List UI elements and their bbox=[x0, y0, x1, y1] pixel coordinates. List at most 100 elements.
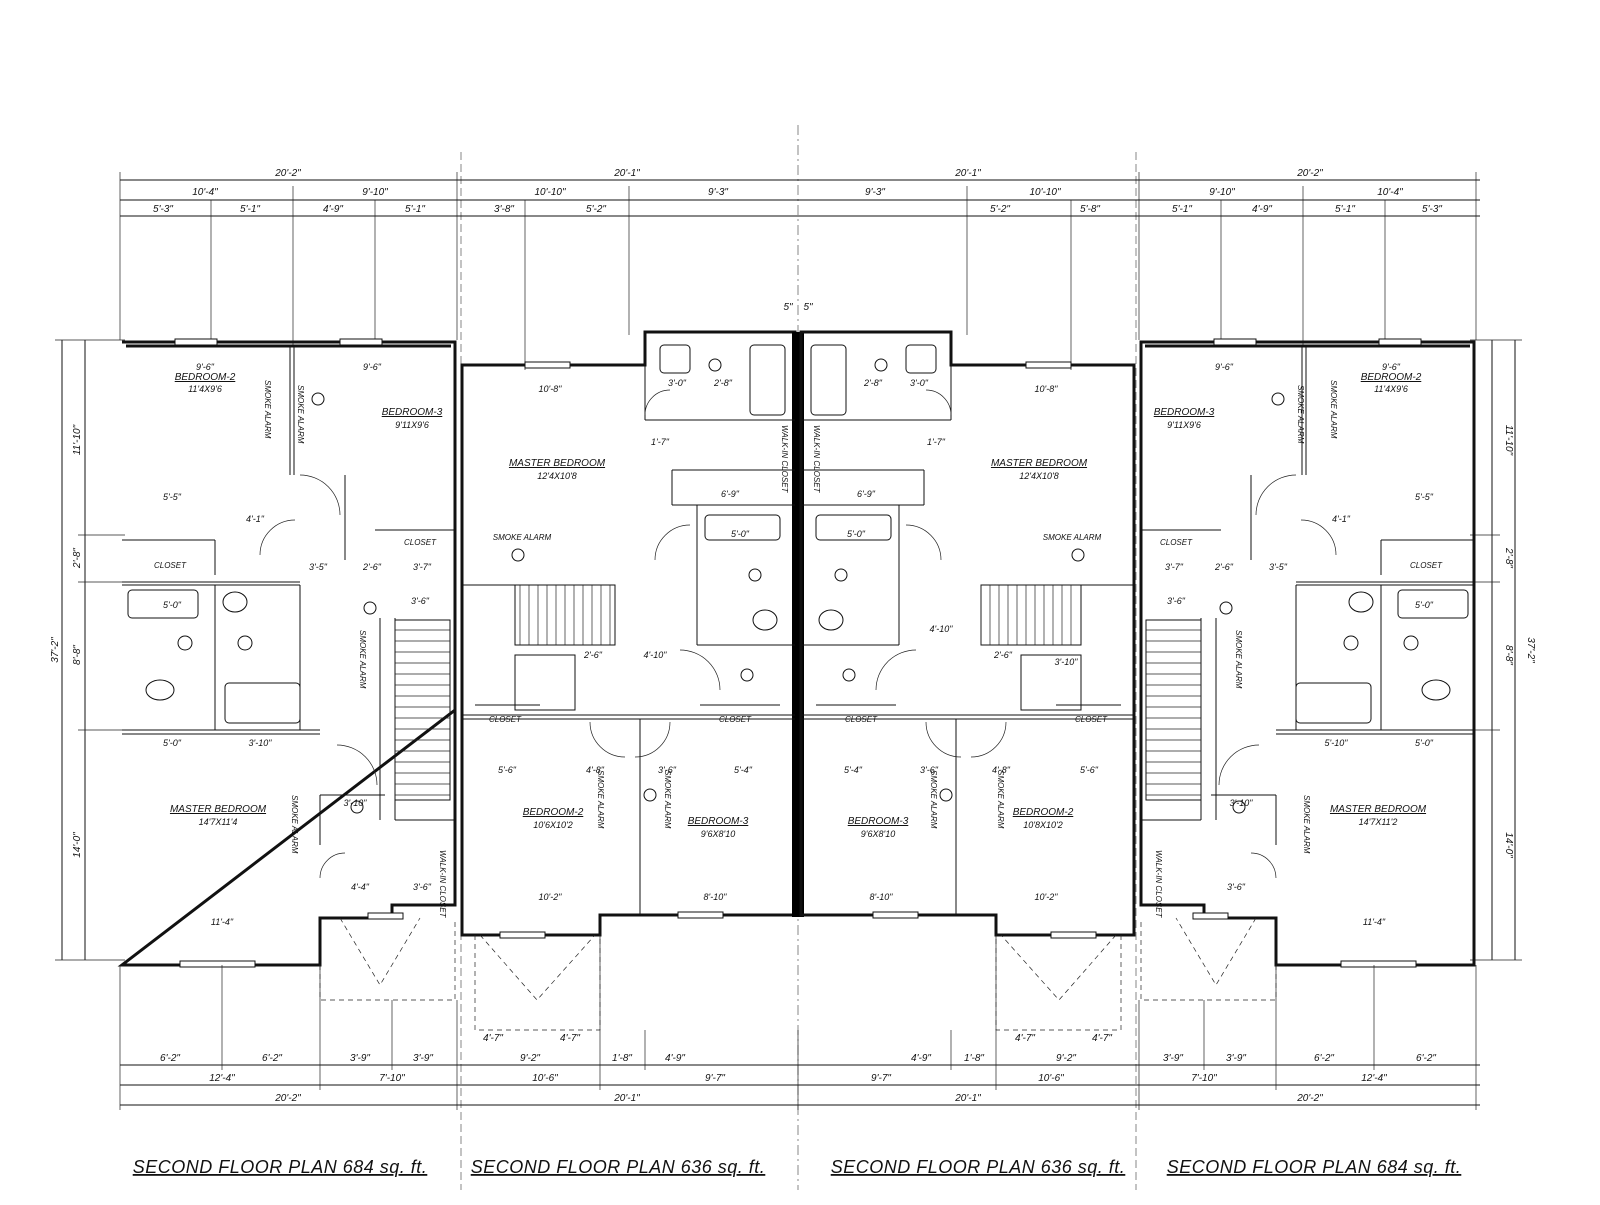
room-dim: 2'-6" bbox=[583, 650, 603, 660]
room-name: BEDROOM-3 bbox=[382, 407, 443, 418]
room-size: 14'7X11'4 bbox=[199, 817, 238, 827]
room-dim: 5'-5" bbox=[163, 492, 182, 502]
room-dim: 2'-8" bbox=[863, 378, 883, 388]
plan-title-1: SECOND FLOOR PLAN 684 sq. ft. bbox=[133, 1157, 428, 1177]
dim-label: 12'-4" bbox=[209, 1073, 235, 1084]
dim-label: 8'-8" bbox=[1503, 645, 1514, 665]
dim-label: 9'-7" bbox=[871, 1073, 891, 1084]
room-size: 10'8X10'2 bbox=[1023, 820, 1062, 830]
room-name: MASTER BEDROOM bbox=[170, 804, 267, 815]
dim-label: 9'-2" bbox=[520, 1053, 540, 1064]
dim-label: 6'-2" bbox=[1314, 1053, 1334, 1064]
closet-label: CLOSET bbox=[489, 715, 522, 724]
dim-label: 20'-1" bbox=[613, 168, 640, 179]
room-size: 9'11X9'6 bbox=[395, 420, 429, 430]
unit-2-plan: 10'-8" MASTER BEDROOM 12'4X10'8 3'-0" 2'… bbox=[460, 330, 804, 1031]
smoke-alarm-label: SMOKE ALARM bbox=[493, 533, 552, 542]
dim-label: 9'-10" bbox=[362, 187, 388, 198]
smoke-alarm-label: SMOKE ALARM bbox=[1329, 380, 1338, 439]
dim-label: 4'-9" bbox=[911, 1053, 931, 1064]
room-name: MASTER BEDROOM bbox=[509, 458, 606, 469]
room-dim: 2'-8" bbox=[713, 378, 733, 388]
room-dim: 5'-6" bbox=[498, 765, 517, 775]
staircase bbox=[514, 584, 616, 711]
center-mark-label: 5" bbox=[803, 302, 813, 313]
room-name: BEDROOM-2 bbox=[175, 372, 236, 383]
dim-label: 9'-3" bbox=[708, 187, 728, 198]
dim-label: 7'-10" bbox=[379, 1073, 405, 1084]
room-dim: 5'-0" bbox=[1415, 600, 1434, 610]
room-dim: 10'-2" bbox=[539, 892, 563, 902]
room-name: BEDROOM-3 bbox=[688, 816, 749, 827]
plan-title-4: SECOND FLOOR PLAN 684 sq. ft. bbox=[1167, 1157, 1462, 1177]
dim-label: 4'-7" bbox=[1092, 1033, 1112, 1044]
closet-label: CLOSET bbox=[1075, 715, 1108, 724]
closet-label: CLOSET bbox=[1410, 561, 1443, 570]
room-dim: 3'-6" bbox=[1167, 596, 1186, 606]
room-dim: 5'-5" bbox=[1415, 492, 1434, 502]
dim-label: 3'-9" bbox=[1226, 1053, 1246, 1064]
dim-label: 10'-10" bbox=[1029, 187, 1060, 198]
room-dim: 3'-0" bbox=[668, 378, 687, 388]
walk-in-closet-label: WALK-IN CLOSET bbox=[1154, 850, 1163, 919]
dim-label: 20'-2" bbox=[1296, 1093, 1323, 1104]
dim-label: 37'-2" bbox=[1525, 637, 1536, 663]
room-dim: 10'-2" bbox=[1035, 892, 1059, 902]
plan-title-2: SECOND FLOOR PLAN 636 sq. ft. bbox=[471, 1157, 766, 1177]
room-dim: 2'-6" bbox=[362, 562, 382, 572]
dim-label: 6'-2" bbox=[160, 1053, 180, 1064]
room-size: 12'4X10'8 bbox=[537, 471, 576, 481]
room-dim: 9'-6" bbox=[1215, 362, 1234, 372]
room-dim: 4'-8" bbox=[992, 765, 1011, 775]
dim-label: 5'-1" bbox=[1172, 204, 1192, 215]
room-dim: 2'-6" bbox=[1214, 562, 1234, 572]
smoke-alarm-label: SMOKE ALARM bbox=[296, 385, 305, 444]
room-dim: 3'-5" bbox=[309, 562, 328, 572]
dim-label: 8'-8" bbox=[72, 645, 83, 665]
room-dim: 3'-7" bbox=[1165, 562, 1184, 572]
dim-label: 6'-2" bbox=[1416, 1053, 1436, 1064]
unit-1-plan: 9'-6" BEDROOM-2 11'4X9'6 9'-6" BEDROOM-3… bbox=[117, 338, 457, 1001]
room-name: MASTER BEDROOM bbox=[1330, 804, 1427, 815]
room-dim: 4'-4" bbox=[351, 882, 370, 892]
room-dim: 3'-10" bbox=[249, 738, 273, 748]
room-dim: 1'-7" bbox=[651, 437, 670, 447]
dim-label: 5'-8" bbox=[1080, 204, 1100, 215]
smoke-alarm-label: SMOKE ALARM bbox=[1234, 630, 1243, 689]
smoke-alarm-label: SMOKE ALARM bbox=[1043, 533, 1102, 542]
center-mark-label: 5" bbox=[783, 302, 793, 313]
room-dim: 5'-6" bbox=[1080, 765, 1099, 775]
room-dim: 4'-1" bbox=[1332, 514, 1351, 524]
dim-label: 12'-4" bbox=[1361, 1073, 1387, 1084]
dim-label: 14'-0" bbox=[72, 832, 83, 858]
dim-label: 11'-10" bbox=[1503, 425, 1514, 456]
bottom-dimensions: 6'-2" 6'-2" 3'-9" 3'-9" 12'-4" 7'-10" 20… bbox=[119, 935, 1480, 1110]
room-size: 14'7X11'2 bbox=[1359, 817, 1398, 827]
closet-label: CLOSET bbox=[404, 538, 437, 547]
dim-label: 20'-2" bbox=[274, 1093, 301, 1104]
room-dim: 5'-0" bbox=[1415, 738, 1434, 748]
room-dim: 4'-8" bbox=[586, 765, 605, 775]
dim-label: 9'-2" bbox=[1056, 1053, 1076, 1064]
dim-label: 4'-9" bbox=[1252, 204, 1272, 215]
unit-3-plan: 10'-8" MASTER BEDROOM 12'4X10'8 3'-0" 2'… bbox=[799, 330, 1136, 1031]
room-dim: 3'-6" bbox=[411, 596, 430, 606]
dim-label: 10'-6" bbox=[1038, 1073, 1064, 1084]
staircase bbox=[394, 619, 451, 801]
room-size: 9'6X8'10 bbox=[861, 829, 895, 839]
room-dim: 11'-4" bbox=[1363, 917, 1386, 927]
dim-label: 2'-8" bbox=[72, 548, 83, 569]
dim-label: 11'-10" bbox=[72, 424, 83, 455]
dim-label: 5'-2" bbox=[586, 204, 606, 215]
room-dim: 3'-0" bbox=[910, 378, 929, 388]
room-dim: 5'-0" bbox=[847, 529, 866, 539]
dim-label: 14'-0" bbox=[1503, 832, 1514, 858]
room-size: 12'4X10'8 bbox=[1019, 471, 1058, 481]
room-dim: 5'-0" bbox=[731, 529, 750, 539]
room-dim: 5'-0" bbox=[163, 738, 182, 748]
staircase bbox=[1145, 619, 1202, 801]
dim-label: 10'-6" bbox=[532, 1073, 558, 1084]
dim-label: 4'-9" bbox=[323, 204, 343, 215]
